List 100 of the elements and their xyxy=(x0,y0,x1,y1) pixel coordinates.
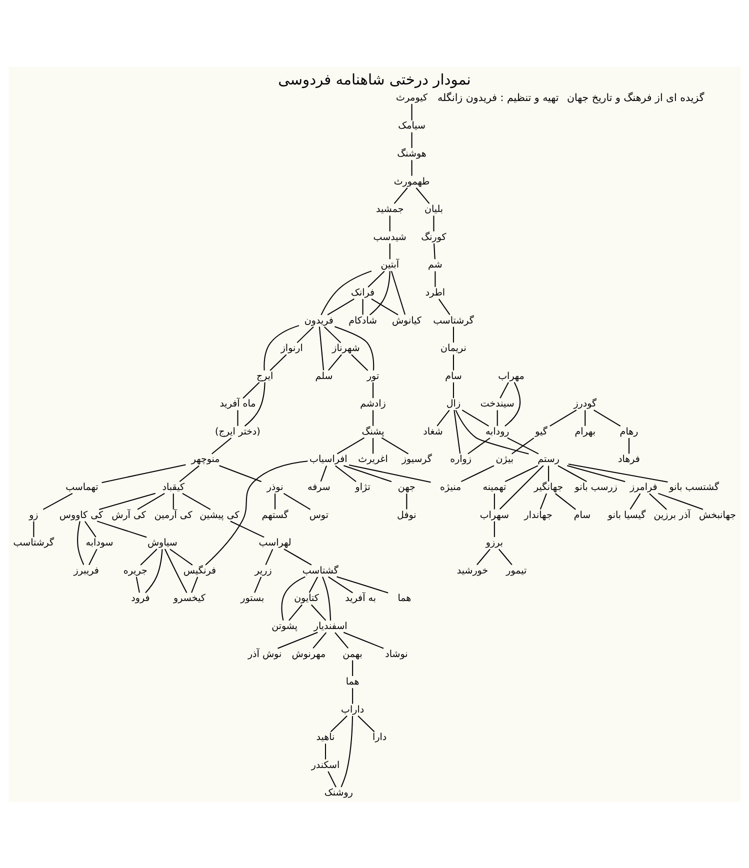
node-text: بیژن xyxy=(496,454,514,465)
connector xyxy=(328,354,342,370)
node-text: سام xyxy=(445,370,462,382)
connector xyxy=(452,382,454,398)
connector xyxy=(137,492,165,510)
node-text: ماه آفرید xyxy=(220,398,256,410)
connector xyxy=(324,743,326,759)
connector xyxy=(372,410,374,426)
node-text: سیامک xyxy=(398,120,426,132)
node-text: شغاد xyxy=(423,426,443,437)
connector xyxy=(77,520,84,564)
node-text: کورنگ xyxy=(421,231,446,242)
node-text: فرنگیس xyxy=(183,564,216,576)
node-text: جمشید xyxy=(376,204,404,215)
node-text: جریره xyxy=(123,564,148,576)
connector xyxy=(461,464,494,482)
connector xyxy=(507,436,539,454)
connector xyxy=(99,492,156,510)
node-text: ارنواز xyxy=(280,342,303,354)
connector xyxy=(296,326,314,343)
label: تهیه و تنظیم : فریدون زانگله xyxy=(437,92,559,104)
node-text: هوشنگ xyxy=(397,148,426,160)
connector xyxy=(394,187,408,204)
connector xyxy=(88,548,98,565)
connector xyxy=(558,464,587,482)
connector xyxy=(140,548,158,565)
connector xyxy=(550,409,577,426)
connector xyxy=(434,242,436,259)
connector xyxy=(416,187,430,204)
connector xyxy=(327,298,354,315)
connector xyxy=(212,437,232,454)
connector xyxy=(311,604,326,620)
connector xyxy=(496,410,498,426)
connector xyxy=(328,770,336,787)
node-text: تیمور xyxy=(506,564,527,576)
node-text: مهرنوش xyxy=(292,648,326,660)
node-text: ناهید xyxy=(316,732,335,743)
connector xyxy=(172,493,174,509)
node-text: شهرناز xyxy=(332,342,360,354)
node-text: زو xyxy=(29,509,38,520)
connector xyxy=(330,715,348,732)
connector xyxy=(352,660,354,676)
connector xyxy=(170,548,193,565)
node-text: (دختر ایرج) xyxy=(215,426,260,437)
connector xyxy=(283,492,311,510)
node-text: رهام xyxy=(620,426,638,437)
connector xyxy=(237,410,238,426)
node-text: زواره xyxy=(450,454,472,465)
connector xyxy=(499,464,544,510)
node-text: گیسیا بانو xyxy=(608,509,646,520)
connector xyxy=(628,438,630,454)
node-text: اطرد xyxy=(425,286,446,298)
connector xyxy=(372,438,374,454)
connector xyxy=(281,576,306,620)
node-text: ایرج xyxy=(256,370,274,382)
node-text: گودرز xyxy=(574,398,597,410)
connector xyxy=(649,492,667,510)
connector xyxy=(179,464,200,482)
node-text: هما xyxy=(398,592,412,604)
node-text: سیاوش xyxy=(147,537,178,548)
connector xyxy=(566,464,626,482)
node-text: تهماسب xyxy=(66,482,98,493)
node-text: مهراب xyxy=(498,370,524,382)
node-text: شادکام xyxy=(348,314,377,326)
connector xyxy=(370,270,390,315)
connector xyxy=(568,463,668,482)
node-text: جهن xyxy=(398,482,416,493)
connector xyxy=(362,298,364,314)
connector xyxy=(452,354,454,370)
connector xyxy=(264,324,300,370)
node-text: شیدسب xyxy=(373,231,406,242)
node-text: جهانگیر xyxy=(534,482,564,493)
node-text: نوش آذر xyxy=(248,648,282,660)
connector xyxy=(265,548,274,565)
connector xyxy=(630,492,641,510)
connector xyxy=(433,215,434,231)
connector xyxy=(242,382,260,398)
connector xyxy=(318,326,324,370)
connector xyxy=(476,548,490,565)
node-text: نریمان xyxy=(440,342,466,354)
node-text: منوچهر xyxy=(191,454,220,465)
connector xyxy=(462,409,489,426)
connector xyxy=(308,576,318,592)
connector xyxy=(312,632,327,648)
node-text: فرود xyxy=(131,592,150,604)
node-text: کی پیشین xyxy=(200,509,240,520)
node-text: فرانک xyxy=(351,286,375,298)
node-text: تژاو xyxy=(355,482,370,493)
node-text: پشوتن xyxy=(272,620,298,632)
node-text: شم xyxy=(428,259,442,270)
connector xyxy=(411,103,412,120)
node-text: روشنک xyxy=(324,787,353,798)
connector xyxy=(351,354,368,370)
connector xyxy=(102,464,186,483)
node-text: بستور xyxy=(240,592,264,604)
connector xyxy=(244,382,266,426)
node-text: سیندخت xyxy=(480,398,514,410)
connector xyxy=(352,688,354,704)
connector xyxy=(335,464,356,482)
node-text: خورشید xyxy=(456,564,488,576)
